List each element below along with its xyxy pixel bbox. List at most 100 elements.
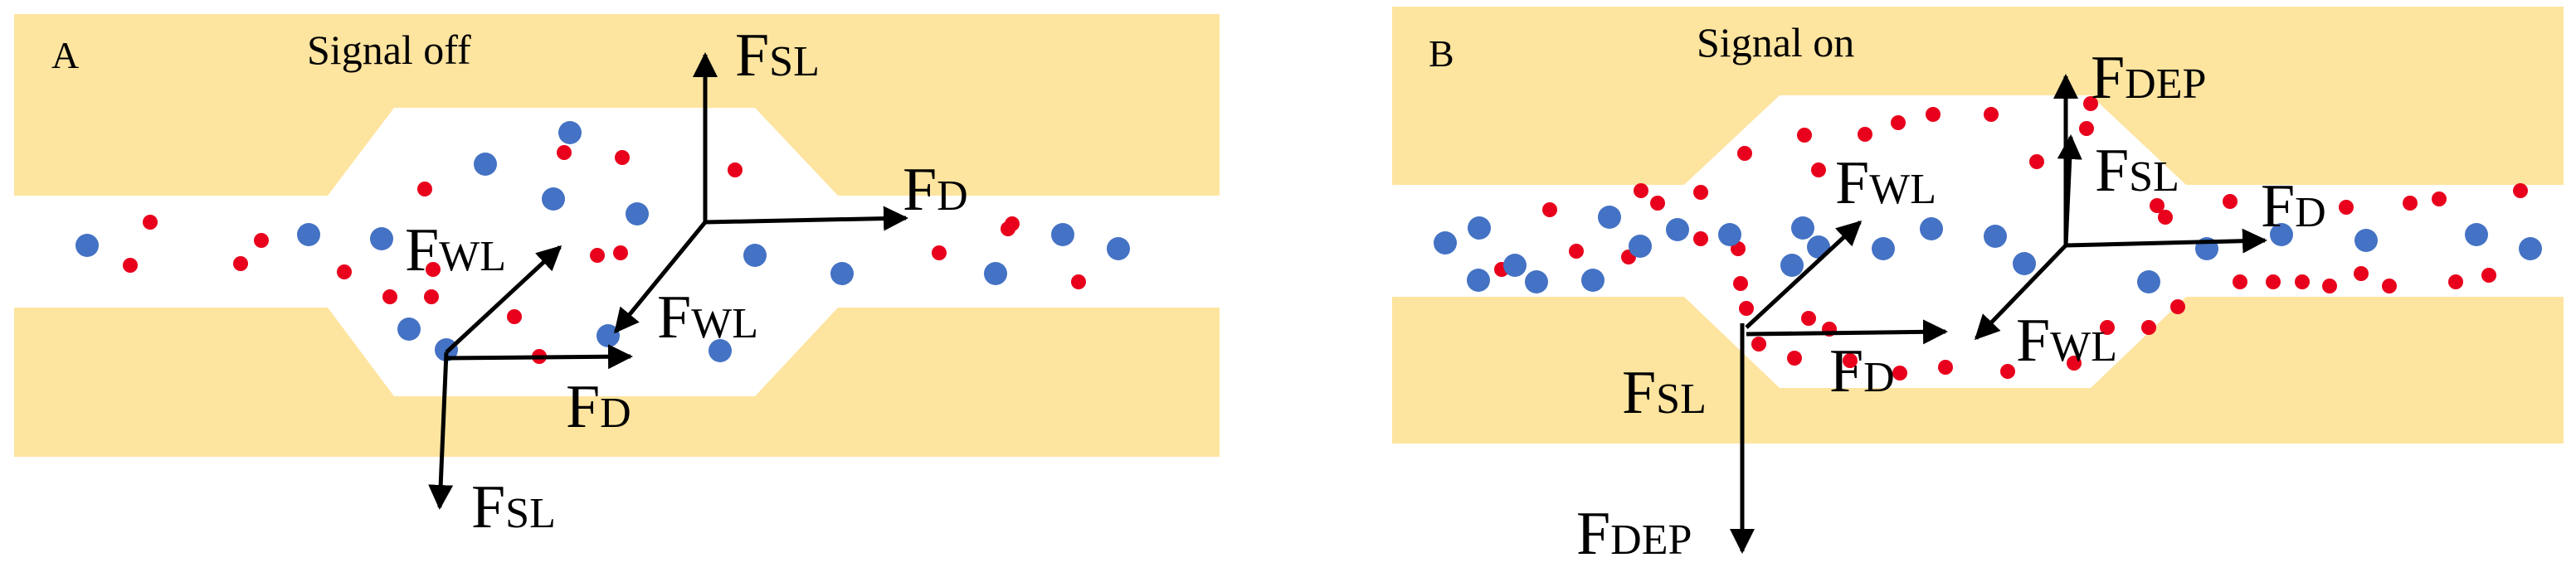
panel-b-label-fwl-left: FWL: [1835, 149, 1936, 217]
red-particle: [1634, 183, 1648, 198]
panel-b: B Signal on FDEP FSL FD FWL FWL FD FSL F…: [1392, 7, 2564, 568]
panel-a-label-fd-bottom: FD: [566, 373, 631, 441]
panel-a-arrow-fd-bottom: [446, 344, 633, 370]
red-particle: [1693, 231, 1708, 246]
blue-particle: [1791, 216, 1814, 240]
red-particle: [932, 245, 947, 260]
red-particle: [2150, 198, 2165, 213]
blue-particle: [984, 262, 1007, 285]
blue-particle: [1666, 218, 1689, 241]
panel-b-label-fd-bottom: FD: [1829, 337, 1895, 405]
red-particle: [2083, 96, 2098, 111]
panel-b-label-fd-right: FD: [2261, 172, 2326, 240]
red-particle: [2170, 299, 2185, 314]
panel-b-label-fwl-right: FWL: [2016, 307, 2117, 375]
red-particle: [1892, 366, 1907, 381]
red-particle: [2029, 154, 2044, 169]
red-particle: [382, 289, 397, 304]
blue-particle: [1051, 223, 1074, 246]
red-particle: [2079, 121, 2094, 136]
red-particle: [1801, 311, 1816, 326]
panel-a-arrow-fd-right: [704, 206, 908, 231]
red-particle: [1650, 196, 1665, 211]
panel-b-channel: [1392, 95, 2564, 388]
red-particle: [1739, 301, 1754, 316]
red-particle: [557, 145, 572, 160]
red-particle: [728, 162, 743, 177]
red-particle: [1811, 162, 1826, 177]
red-particle: [2141, 320, 2156, 335]
panel-b-label-fsl-bottom: FSL: [1622, 359, 1707, 427]
blue-particle: [1107, 237, 1130, 260]
panel-a-label-fsl-top: FSL: [735, 22, 820, 90]
red-particle: [1858, 127, 1872, 142]
red-particle: [143, 215, 158, 230]
panel-b-arrow-fd-right: [2065, 228, 2267, 254]
red-particle: [424, 289, 439, 304]
panel-a-label-fd-right: FD: [903, 156, 968, 224]
panel-a-arrow-fwl-left: [445, 245, 562, 354]
red-particle: [123, 258, 138, 273]
blue-particle: [2519, 237, 2542, 260]
red-particle: [1005, 216, 1020, 231]
red-particle: [1787, 351, 1802, 366]
red-particle: [1751, 337, 1766, 352]
red-particle: [2322, 279, 2337, 293]
blue-particle: [1503, 254, 1527, 277]
red-particle: [2382, 279, 2397, 293]
red-particle: [2481, 268, 2496, 283]
panel-b-arrow-fwl-right: [1974, 244, 2067, 341]
blue-particle: [2354, 229, 2378, 252]
red-particle: [507, 309, 522, 324]
panel-a-label-fwl-right: FWL: [657, 284, 758, 352]
blue-particle: [1872, 237, 1895, 260]
blue-particle: [542, 187, 565, 211]
red-particle: [2266, 274, 2281, 289]
panel-b-red-particles: [1494, 96, 2528, 381]
red-particle: [1891, 115, 1906, 130]
blue-particle: [397, 318, 421, 341]
panel-b-title: Signal on: [1697, 19, 1854, 65]
red-particle: [2295, 274, 2310, 289]
red-particle: [2403, 196, 2418, 211]
panel-a: A Signal off FSL FD FWL FWL FD FSL: [14, 14, 1220, 541]
blue-particle: [2137, 270, 2160, 293]
red-particle: [426, 262, 441, 277]
panel-a-label-fsl-bottom: FSL: [471, 473, 556, 541]
panel-a-arrow-fwl-right: [614, 221, 707, 334]
blue-particle: [2270, 223, 2293, 246]
blue-particle: [370, 227, 393, 250]
blue-particle: [1718, 223, 1741, 246]
red-particle: [1843, 353, 1858, 368]
red-particle: [615, 150, 630, 165]
blue-particle: [1598, 206, 1621, 229]
blue-particle: [2465, 223, 2488, 246]
panel-b-arrow-fd-bottom: [1746, 319, 1948, 345]
panel-b-letter: B: [1429, 32, 1454, 75]
blue-particle: [597, 324, 620, 347]
blue-particle: [297, 223, 320, 246]
blue-particle: [1434, 231, 1457, 255]
red-particle: [590, 248, 605, 263]
red-particle: [2354, 266, 2369, 281]
blue-particle: [1984, 225, 2007, 248]
blue-particle: [1629, 235, 1652, 258]
panel-b-label-fdep-top: FDEP: [2091, 44, 2206, 112]
blue-particle: [626, 202, 649, 225]
panel-b-arrow-fwl-left: [1745, 220, 1863, 329]
blue-particle: [1467, 269, 1490, 292]
blue-particle: [709, 339, 732, 362]
red-particle: [1733, 276, 1748, 291]
panel-a-title: Signal off: [307, 27, 471, 73]
red-particle: [2513, 183, 2528, 198]
red-particle: [233, 256, 248, 271]
red-particle: [1542, 202, 1557, 217]
blue-particle: [75, 234, 99, 257]
red-particle: [417, 182, 432, 196]
red-particle: [1071, 274, 1086, 289]
red-particle: [613, 245, 628, 260]
panel-b-label-fdep-bottom: FDEP: [1576, 500, 1692, 568]
blue-particle: [830, 262, 854, 285]
red-particle: [2100, 320, 2115, 335]
